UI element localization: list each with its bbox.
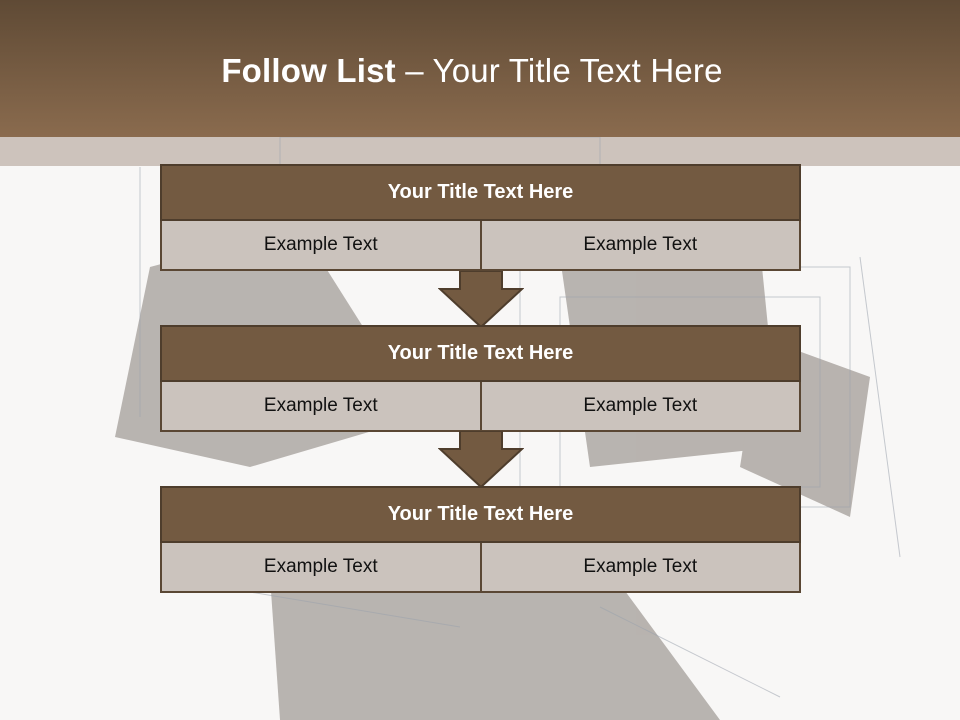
header-subband xyxy=(0,137,960,166)
block-cell-left: Example Text xyxy=(160,382,482,432)
slide-title-bold: Follow List xyxy=(221,52,396,89)
list-block-3: Your Title Text Here Example Text Exampl… xyxy=(160,486,801,593)
list-block-2: Your Title Text Here Example Text Exampl… xyxy=(160,325,801,432)
slide-title: Follow List – Your Title Text Here xyxy=(0,52,944,90)
block-cell-left: Example Text xyxy=(160,543,482,593)
block-cell-right: Example Text xyxy=(481,543,801,593)
block-cell-right: Example Text xyxy=(481,382,801,432)
block-cell-right: Example Text xyxy=(481,221,801,271)
block-row: Example Text Example Text xyxy=(160,543,801,593)
list-block-1: Your Title Text Here Example Text Exampl… xyxy=(160,164,801,271)
block-title: Your Title Text Here xyxy=(160,486,801,543)
block-cell-left: Example Text xyxy=(160,221,482,271)
down-arrow-icon xyxy=(438,271,524,329)
block-title: Your Title Text Here xyxy=(160,164,801,221)
header-band xyxy=(0,0,960,137)
block-row: Example Text Example Text xyxy=(160,221,801,271)
down-arrow-icon xyxy=(438,431,524,489)
block-title: Your Title Text Here xyxy=(160,325,801,382)
slide-title-rest: – Your Title Text Here xyxy=(395,52,723,89)
block-row: Example Text Example Text xyxy=(160,382,801,432)
